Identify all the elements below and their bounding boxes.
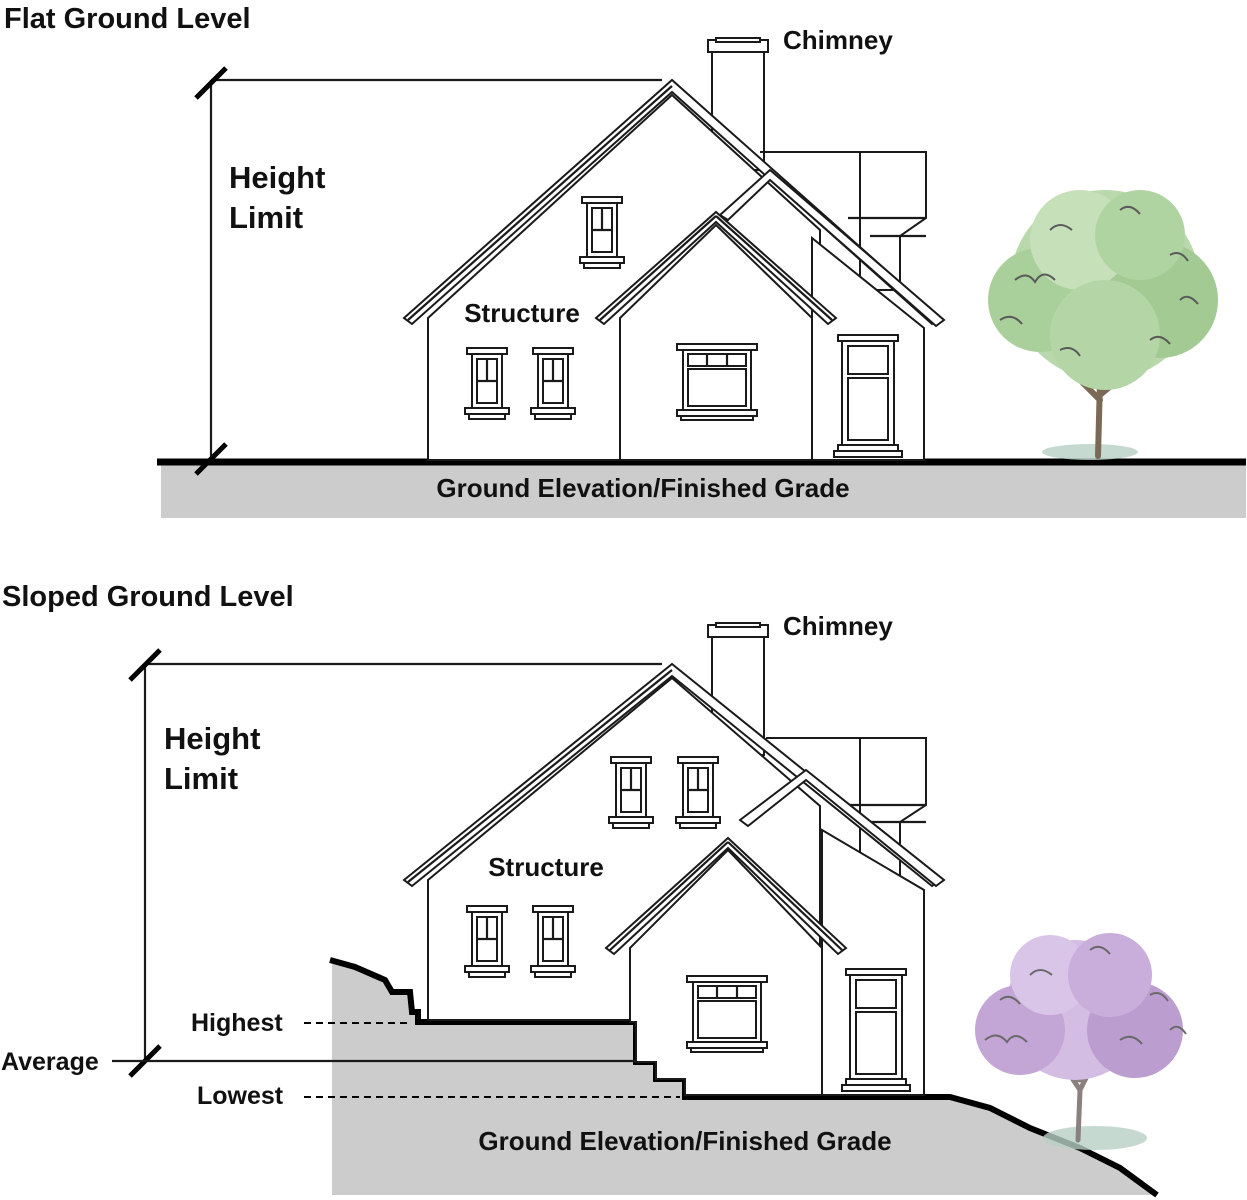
upper-window	[674, 755, 722, 830]
ground-slab	[332, 958, 1157, 1195]
door	[833, 334, 903, 458]
ground-label: Ground Elevation/Finished Grade	[436, 473, 849, 503]
top-tick-mark	[194, 66, 228, 100]
height-label-line2: Limit	[229, 200, 303, 235]
tree	[988, 190, 1218, 460]
height-label-line2: Limit	[164, 761, 238, 796]
front-window	[675, 342, 759, 422]
bottom-tick-mark	[194, 442, 228, 476]
flat-ground-panel: Flat Ground Level Ground Elevation/Finis…	[4, 3, 1246, 518]
door	[841, 968, 911, 1092]
chimney-label: Chimney	[783, 611, 893, 641]
top-tick-mark	[128, 648, 162, 682]
panel-title: Flat Ground Level	[4, 3, 251, 35]
ground-slab	[161, 462, 1246, 518]
structure-label: Structure	[464, 298, 580, 328]
left-window	[463, 346, 511, 421]
chimney-label: Chimney	[783, 25, 893, 55]
front-window	[685, 974, 769, 1054]
panel-title: Sloped Ground Level	[2, 581, 294, 613]
height-label-line1: Height	[164, 721, 260, 756]
house	[402, 37, 946, 461]
height-label-line1: Height	[229, 160, 325, 195]
average-label: Average	[1, 1048, 99, 1076]
highest-label: Highest	[191, 1009, 283, 1037]
left-window	[463, 904, 511, 979]
sloped-ground-panel: Sloped Ground Level Ground Elevation/Fin…	[1, 581, 1187, 1198]
ground-label: Ground Elevation/Finished Grade	[478, 1126, 891, 1156]
upper-window	[578, 195, 626, 270]
tree	[975, 933, 1187, 1150]
structure-label: Structure	[488, 852, 604, 882]
upper-window	[607, 755, 655, 830]
left-window	[529, 346, 577, 421]
lowest-label: Lowest	[197, 1082, 284, 1110]
left-window	[529, 904, 577, 979]
house	[402, 622, 946, 1096]
